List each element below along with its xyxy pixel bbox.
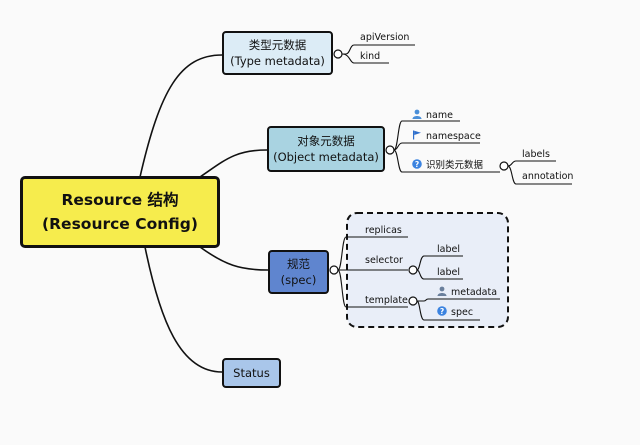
question-icon: ? xyxy=(412,159,422,173)
leaf-kind[interactable]: kind xyxy=(360,51,381,62)
leaf-selector-label-1[interactable]: label xyxy=(437,244,460,255)
status-node[interactable]: Status xyxy=(222,358,281,388)
type-metadata-node[interactable]: 类型元数据 (Type metadata) xyxy=(222,31,333,75)
root-title: Resource 结构 xyxy=(61,191,179,209)
flag-icon xyxy=(412,130,422,144)
question-icon: ? xyxy=(437,306,447,320)
person-icon xyxy=(412,109,422,123)
leaf-labels[interactable]: labels xyxy=(522,149,550,160)
type-metadata-title: 类型元数据 xyxy=(248,38,307,52)
spec-subtitle: (spec) xyxy=(280,273,317,287)
object-metadata-subtitle: (Object metadata) xyxy=(273,150,379,164)
object-metadata-node[interactable]: 对象元数据 (Object metadata) xyxy=(267,126,385,172)
leaf-template-metadata[interactable]: metadata xyxy=(437,286,497,300)
svg-text:?: ? xyxy=(440,307,444,316)
status-label: Status xyxy=(233,366,270,380)
leaf-template-metadata-label: metadata xyxy=(451,287,498,298)
branch-status xyxy=(144,246,223,373)
branch-type xyxy=(139,54,223,178)
leaf-identifying[interactable]: ? 识别类元数据 xyxy=(412,159,483,173)
leaf-namespace[interactable]: namespace xyxy=(412,130,481,144)
branch-object xyxy=(199,149,268,178)
leaf-annotation[interactable]: annotation xyxy=(522,171,574,182)
leaf-name-label: name xyxy=(426,110,453,121)
svg-text:?: ? xyxy=(415,160,419,169)
branch-spec xyxy=(199,246,269,271)
leaf-template[interactable]: template xyxy=(365,295,408,306)
leaf-replicas[interactable]: replicas xyxy=(365,225,402,236)
type-metadata-subtitle: (Type metadata) xyxy=(230,54,325,68)
leaf-selector[interactable]: selector xyxy=(365,255,403,266)
leaf-namespace-label: namespace xyxy=(426,131,481,142)
object-metadata-title: 对象元数据 xyxy=(297,134,355,148)
spec-node[interactable]: 规范 (spec) xyxy=(268,250,329,294)
leaf-template-spec[interactable]: ? spec xyxy=(437,306,473,320)
leaf-apiversion[interactable]: apiVersion xyxy=(360,32,410,43)
leaf-identifying-label: 识别类元数据 xyxy=(426,160,484,171)
leaf-template-spec-label: spec xyxy=(451,307,474,318)
leaf-selector-label-2[interactable]: label xyxy=(437,267,460,278)
spec-title: 规范 xyxy=(287,257,310,271)
person-icon xyxy=(437,286,447,300)
root-subtitle: (Resource Config) xyxy=(42,215,198,233)
leaf-name[interactable]: name xyxy=(412,109,453,123)
root-node[interactable]: Resource 结构 (Resource Config) xyxy=(20,176,220,248)
